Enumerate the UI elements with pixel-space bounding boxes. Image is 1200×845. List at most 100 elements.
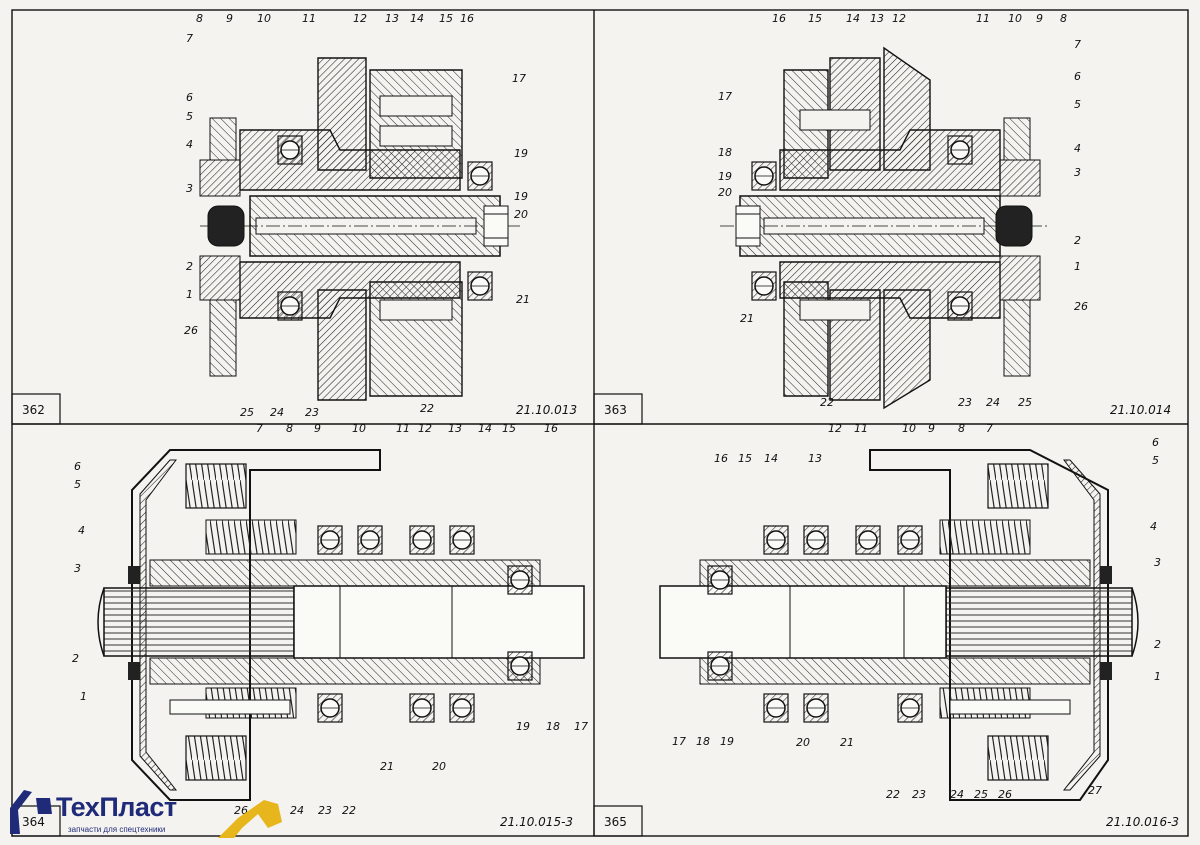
drawing-code: 21.10.016-3 <box>1106 815 1179 829</box>
callout-label: 21 <box>516 293 530 306</box>
callout-label: 16 <box>544 422 558 435</box>
callout-label: 17 <box>672 735 686 748</box>
callout-label: 1 <box>186 288 193 301</box>
callout-label: 22 <box>420 402 434 415</box>
callout-label: 1 <box>1074 260 1081 273</box>
callout-label: 22 <box>342 804 356 817</box>
callout-label: 26 <box>1074 300 1088 313</box>
callout-label: 2 <box>186 260 193 273</box>
callout-label: 8 <box>196 12 203 25</box>
callout-label: 12 <box>892 12 906 25</box>
callout-label: 15 <box>738 452 752 465</box>
techplast-watermark: ТехПласт запчасти для спецтехники <box>6 778 306 844</box>
callout-label: 8 <box>958 422 965 435</box>
callout-label: 19 <box>514 190 528 203</box>
callout-label: 12 <box>828 422 842 435</box>
callout-label: 23 <box>318 804 332 817</box>
callout-label: 8 <box>286 422 293 435</box>
callout-label: 25 <box>1018 396 1032 409</box>
callout-label: 21 <box>840 736 854 749</box>
figure-363-assembly <box>720 46 1050 410</box>
callout-label: 3 <box>186 182 193 195</box>
callout-label: 11 <box>396 422 410 435</box>
callout-label: 2 <box>72 652 79 665</box>
callout-label: 5 <box>186 110 193 123</box>
callout-label: 20 <box>718 186 732 199</box>
callout-label: 2 <box>1154 638 1161 651</box>
callout-label: 6 <box>1074 70 1081 83</box>
callout-label: 5 <box>1152 454 1159 467</box>
callout-label: 15 <box>439 12 453 25</box>
callout-label: 13 <box>870 12 884 25</box>
callout-label: 9 <box>226 12 233 25</box>
callout-label: 13 <box>385 12 399 25</box>
callout-label: 16 <box>460 12 474 25</box>
figure-365-assembly <box>659 449 1139 801</box>
callout-label: 3 <box>1154 556 1161 569</box>
callout-label: 15 <box>502 422 516 435</box>
callout-label: 22 <box>886 788 900 801</box>
callout-label: 25 <box>240 406 254 419</box>
callout-label: 23 <box>912 788 926 801</box>
callout-label: 24 <box>950 788 964 801</box>
figure-number: 365 <box>604 815 627 829</box>
callout-label: 10 <box>352 422 366 435</box>
callout-label: 9 <box>314 422 321 435</box>
callout-label: 13 <box>808 452 822 465</box>
drawing-code: 21.10.013 <box>516 403 577 417</box>
callout-label: 5 <box>74 478 81 491</box>
callout-label: 13 <box>448 422 462 435</box>
callout-label: 11 <box>854 422 868 435</box>
callout-label: 4 <box>78 524 85 537</box>
callout-label: 4 <box>1074 142 1081 155</box>
callout-label: 17 <box>574 720 588 733</box>
callout-label: 24 <box>290 804 304 817</box>
callout-label: 3 <box>74 562 81 575</box>
callout-label: 23 <box>305 406 319 419</box>
drawing-code: 21.10.015-3 <box>500 815 573 829</box>
figure-number: 364 <box>22 815 45 829</box>
callout-label: 8 <box>1060 12 1067 25</box>
callout-label: 3 <box>1074 166 1081 179</box>
callout-label: 6 <box>186 91 193 104</box>
callout-label: 10 <box>1008 12 1022 25</box>
callout-label: 14 <box>410 12 424 25</box>
callout-label: 24 <box>986 396 1000 409</box>
callout-label: 24 <box>270 406 284 419</box>
callout-label: 1 <box>1154 670 1161 683</box>
figure-number: 363 <box>604 403 627 417</box>
callout-label: 6 <box>1152 436 1159 449</box>
callout-label: 18 <box>718 146 732 159</box>
callout-label: 10 <box>257 12 271 25</box>
callout-label: 23 <box>958 396 972 409</box>
callout-label: 7 <box>1074 38 1081 51</box>
callout-label: 15 <box>808 12 822 25</box>
callout-label: 16 <box>772 12 786 25</box>
callout-label: 7 <box>256 422 263 435</box>
callout-label: 18 <box>546 720 560 733</box>
callout-label: 27 <box>1088 784 1102 797</box>
callout-label: 21 <box>740 312 754 325</box>
callout-label: 5 <box>1074 98 1081 111</box>
callout-label: 14 <box>478 422 492 435</box>
callout-label: 7 <box>186 32 193 45</box>
callout-label: 2 <box>1074 234 1081 247</box>
callout-label: 14 <box>846 12 860 25</box>
callout-label: 20 <box>432 760 446 773</box>
callout-label: 6 <box>74 460 81 473</box>
callout-label: 12 <box>353 12 367 25</box>
callout-label: 10 <box>902 422 916 435</box>
callout-label: 20 <box>514 208 528 221</box>
callout-label: 21 <box>380 760 394 773</box>
callout-label: 19 <box>514 147 528 160</box>
figure-362-assembly <box>199 57 520 401</box>
callout-label: 9 <box>1036 12 1043 25</box>
callout-label: 11 <box>302 12 316 25</box>
callout-label: 25 <box>974 788 988 801</box>
callout-label: 4 <box>1150 520 1157 533</box>
callout-label: 9 <box>928 422 935 435</box>
callout-label: 1 <box>80 690 87 703</box>
